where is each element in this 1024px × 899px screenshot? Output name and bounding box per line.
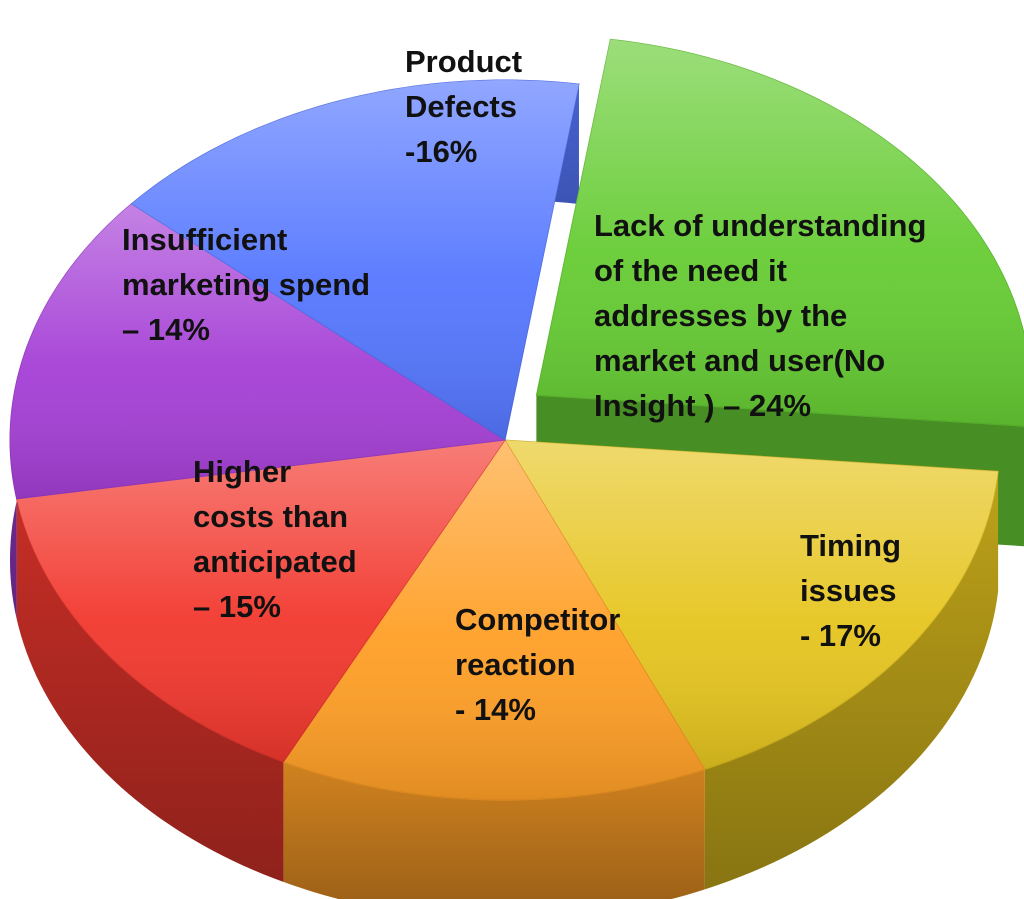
slice-label-higher-costs-line: anticipated [193, 544, 357, 579]
slice-label-higher-costs: Higher costs than anticipated – 15% [193, 454, 357, 624]
slice-label-competitor-reaction-line: reaction [455, 647, 576, 682]
slice-label-insufficient-marketing: Insufficient marketing spend – 14% [122, 222, 370, 347]
slice-label-product-defects-line: Product [405, 44, 522, 79]
slice-label-higher-costs-line: Higher [193, 454, 291, 489]
pie-slice-timing-issues-side-shade [704, 471, 999, 890]
slice-label-timing-issues-line: Timing [800, 528, 901, 563]
pie-slice-insufficient-marketing-gloss [10, 203, 505, 499]
slice-label-timing-issues: Timing issues - 17% [800, 528, 901, 653]
pie-slice-no-insight-gloss [536, 39, 1024, 427]
slice-label-product-defects-line: -16% [405, 134, 477, 169]
slice-label-competitor-reaction: Competitor reaction - 14% [455, 602, 620, 727]
slice-label-no-insight-line: of the need it [594, 253, 787, 288]
slice-label-insufficient-marketing-line: – 14% [122, 312, 210, 347]
slice-label-higher-costs-line: costs than [193, 499, 348, 534]
slice-label-timing-issues-line: issues [800, 573, 897, 608]
pie-slice-product-defects-gloss [131, 80, 579, 440]
slice-label-timing-issues-line: - 17% [800, 618, 881, 653]
slice-label-no-insight-line: market and user(No [594, 343, 885, 378]
slice-label-no-insight-line: Lack of understanding [594, 208, 926, 243]
slice-label-no-insight: Lack of understanding of the need it addre… [594, 208, 926, 423]
slice-label-insufficient-marketing-line: Insufficient [122, 222, 287, 257]
pie-slice-higher-costs-side-shade [16, 498, 284, 882]
pie-slice-timing-issues-gloss [505, 440, 999, 770]
slice-label-no-insight-line: addresses by the [594, 298, 847, 333]
slice-label-competitor-reaction-line: - 14% [455, 692, 536, 727]
slice-label-no-insight-line: Insight ) – 24% [594, 388, 811, 423]
pie-slice-higher-costs-gloss [16, 440, 506, 762]
slice-label-insufficient-marketing-line: marketing spend [122, 267, 370, 302]
slice-label-product-defects-line: Defects [405, 89, 517, 124]
pie-slice-competitor-reaction-gloss [283, 440, 705, 800]
pie-slice-competitor-reaction-side-shade [283, 761, 705, 899]
slice-label-higher-costs-line: – 15% [193, 589, 281, 624]
slice-label-competitor-reaction-line: Competitor [455, 602, 620, 637]
